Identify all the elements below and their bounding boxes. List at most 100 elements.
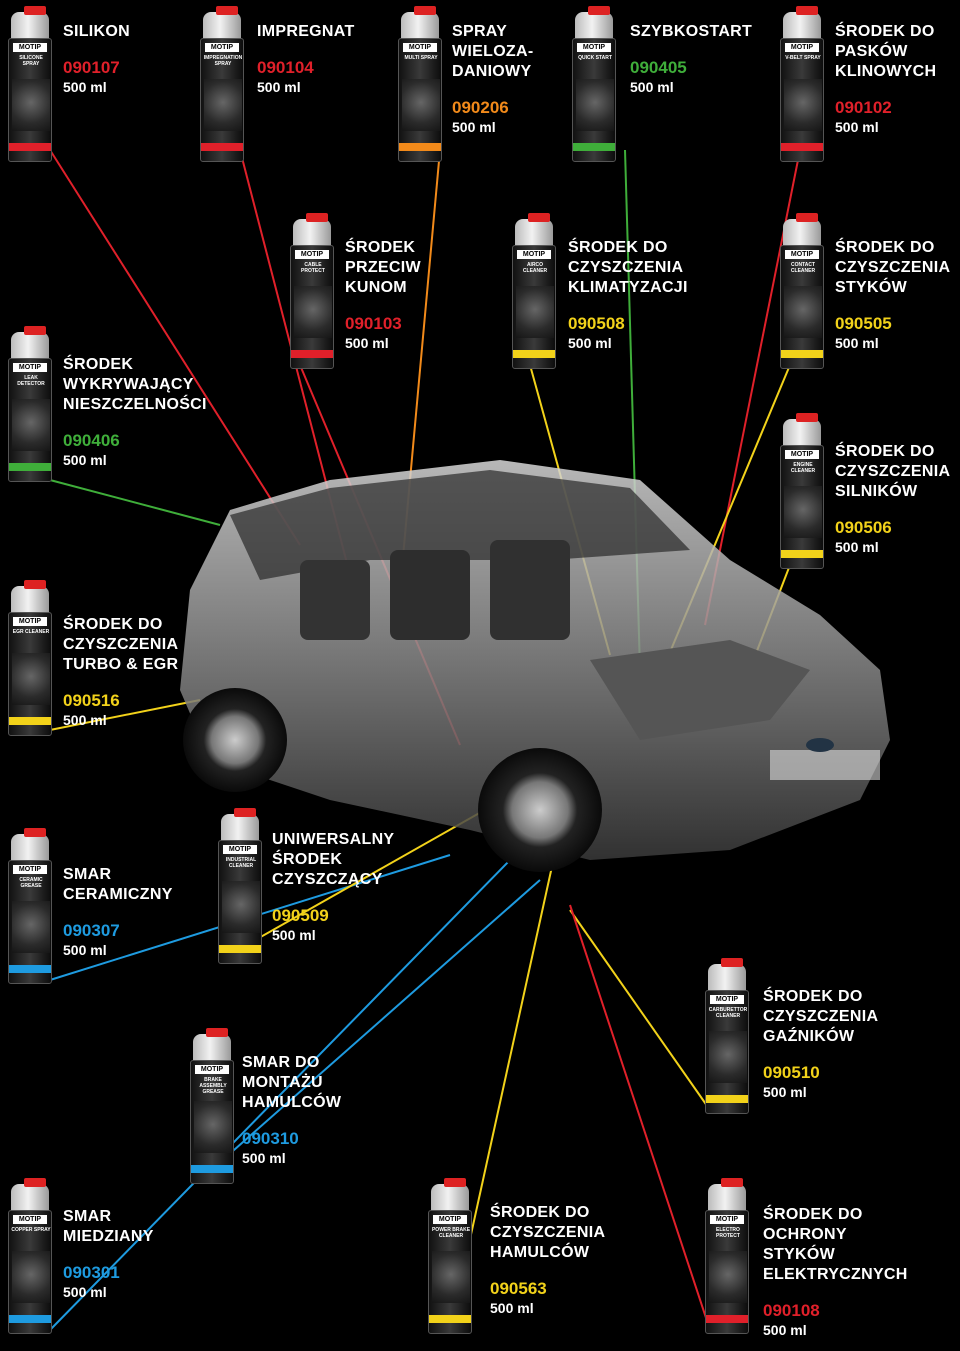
can-title: COPPER SPRAY — [11, 1227, 51, 1233]
product-name: ŚRODEK DO PASKÓW KLINOWYCH — [835, 23, 937, 80]
can-color-band — [9, 143, 51, 151]
can-cap — [203, 12, 241, 40]
product-volume: 500 ml — [63, 1284, 107, 1300]
brand-logo: MOTIP — [205, 43, 239, 52]
product-volume: 500 ml — [63, 452, 107, 468]
can-picture — [12, 653, 50, 705]
can-picture — [12, 901, 50, 953]
can-picture — [516, 286, 554, 338]
product-code: 090510 — [763, 1063, 820, 1082]
can-picture — [294, 286, 332, 338]
product-name: UNIWERSALNY ŚRODEK CZYSZCZĄCY — [272, 831, 395, 888]
can-cap — [221, 814, 259, 842]
product-volume: 500 ml — [835, 119, 879, 135]
product-volume: 500 ml — [763, 1084, 807, 1100]
can-nozzle — [796, 6, 818, 15]
can-title: AIRCO CLEANER — [522, 262, 548, 274]
can-title: CARBURETTOR CLEANER — [708, 1007, 748, 1019]
can-picture — [784, 79, 822, 131]
can-cap — [11, 586, 49, 614]
can-color-band — [191, 1165, 233, 1173]
can-cap — [575, 12, 613, 40]
can-title: BRAKE ASSEMBLY GREASE — [199, 1077, 227, 1095]
can-nozzle — [796, 213, 818, 222]
can-color-band — [9, 717, 51, 725]
can-color-band — [9, 965, 51, 973]
product-name: IMPREGNAT — [257, 23, 355, 40]
product-code: 090103 — [345, 314, 402, 333]
product-code: 090406 — [63, 431, 120, 450]
can-color-band — [513, 350, 555, 358]
product-code: 090506 — [835, 518, 892, 537]
product-volume: 500 ml — [63, 712, 107, 728]
can-nozzle — [24, 1178, 46, 1187]
product-volume: 500 ml — [257, 79, 301, 95]
can-nozzle — [206, 1028, 228, 1037]
can-nozzle — [216, 6, 238, 15]
brand-logo: MOTIP — [295, 250, 329, 259]
can-cap — [293, 219, 331, 247]
product-name: ŚRODEK PRZECIW KUNOM — [345, 239, 421, 296]
can-picture — [709, 1251, 747, 1303]
can-picture — [194, 1101, 232, 1153]
can-title: ELECTRO PROTECT — [716, 1227, 740, 1239]
product-label: ŚRODEK DO CZYSZCZENIA GAŹNIKÓW 090510 500 … — [763, 987, 878, 1101]
product-name: ŚRODEK DO OCHRONY STYKÓW ELEKTRYCZNYCH — [763, 1206, 908, 1283]
can-nozzle — [234, 808, 256, 817]
can-color-band — [573, 143, 615, 151]
can-nozzle — [24, 6, 46, 15]
brand-logo: MOTIP — [433, 1215, 467, 1224]
product-name: SILIKON — [63, 23, 130, 40]
brand-logo: MOTIP — [785, 450, 819, 459]
can-title: CERAMIC GREASE — [19, 877, 43, 889]
can-cap — [783, 219, 821, 247]
product-name: SMAR CERAMICZNY — [63, 866, 173, 903]
can-cap — [708, 964, 746, 992]
can-nozzle — [796, 413, 818, 422]
can-title: QUICK START — [578, 55, 612, 61]
product-name: ŚRODEK DO CZYSZCZENIA GAŹNIKÓW — [763, 988, 879, 1045]
product-code: 090206 — [452, 98, 509, 117]
can-cap — [11, 332, 49, 360]
product-code: 090307 — [63, 921, 120, 940]
can-nozzle — [721, 1178, 743, 1187]
product-volume: 500 ml — [345, 335, 389, 351]
can-color-band — [706, 1315, 748, 1323]
can-cap — [515, 219, 553, 247]
can-title: V-BELT SPRAY — [785, 55, 821, 61]
connector-line-090406 — [49, 479, 221, 526]
can-nozzle — [306, 213, 328, 222]
